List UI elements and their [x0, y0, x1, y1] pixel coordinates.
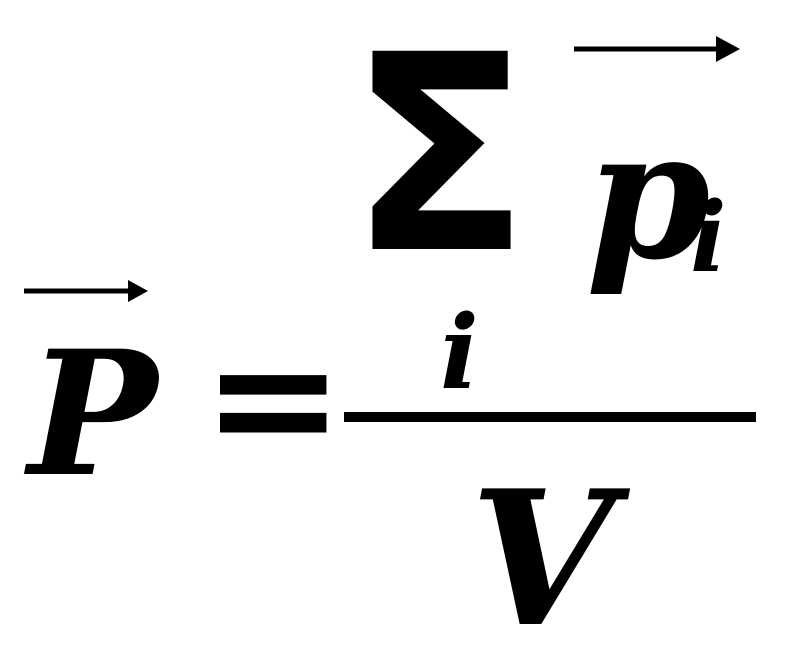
equation-lhs-symbol: P — [28, 312, 158, 515]
vector-arrow-lhs — [24, 280, 148, 302]
vector-arrow-summand — [574, 36, 740, 62]
summation-index: i — [440, 293, 479, 413]
fraction-bar — [344, 412, 756, 422]
equals-sign: = — [202, 300, 345, 498]
summand-subscript: i — [690, 181, 727, 294]
equation-canvas: P = Σ p i i V — [24, 0, 756, 652]
summation-operator: Σ — [348, 0, 531, 314]
denominator-symbol: V — [470, 449, 615, 668]
summand-symbol: p — [586, 90, 711, 299]
